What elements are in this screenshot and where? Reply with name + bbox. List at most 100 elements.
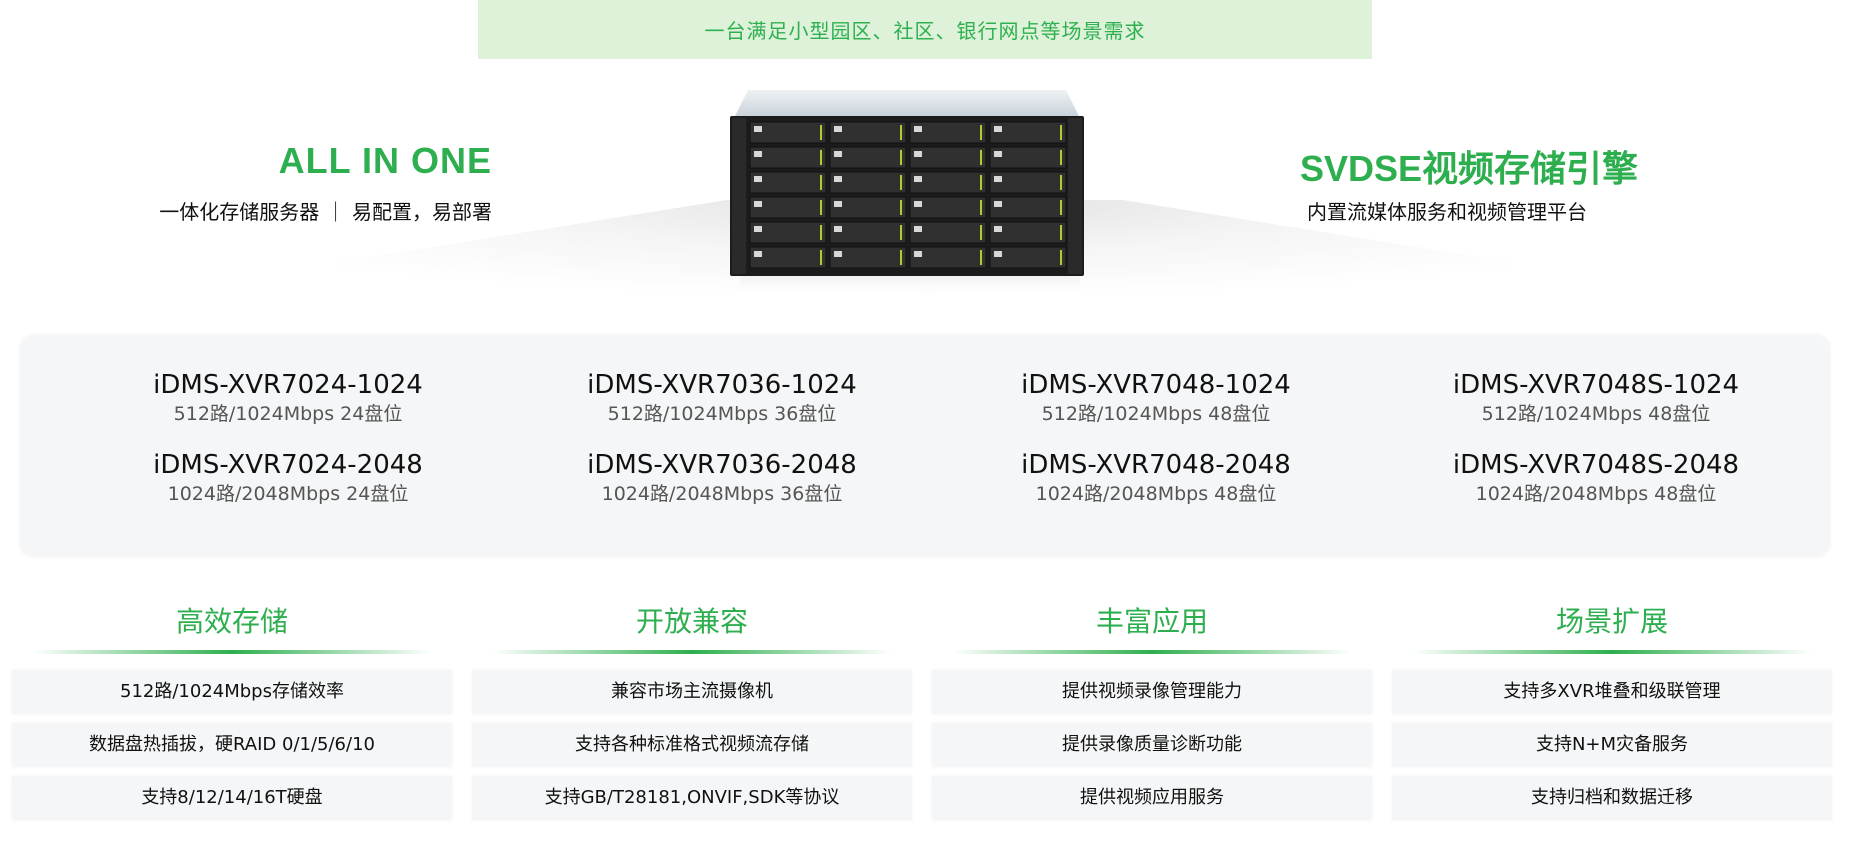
model-name: iDMS-XVR7024-2048 [153,450,423,480]
drive-status-led [980,225,982,240]
drive-status-led [820,175,822,190]
model-spec: 1024路/2048Mbps 24盘位 [167,483,409,505]
model-column-7024: iDMS-XVR7024-1024 512路/1024Mbps 24盘位 iDM… [88,369,488,529]
drive-bay [909,246,987,269]
drive-label [994,226,1002,232]
feature-item: 支持N+M灾备服务 [1392,723,1832,767]
drive-bay [829,146,907,169]
drive-label [754,201,762,207]
drive-status-led [1060,200,1062,215]
drive-label [994,251,1002,257]
model-spec: 512路/1024Mbps 48盘位 [1041,403,1271,425]
model-spec: 1024路/2048Mbps 48盘位 [1475,483,1717,505]
feature-efficient-storage: 高效存储 512路/1024Mbps存储效率 数据盘热插拔，硬RAID 0/1/… [12,600,452,829]
drive-bay [749,221,827,244]
drive-status-led [1060,125,1062,140]
drive-status-led [1060,175,1062,190]
drive-status-led [900,150,902,165]
drive-status-led [820,200,822,215]
drive-bay [989,196,1067,219]
drive-label [834,176,842,182]
drive-label [994,151,1002,157]
drive-label [754,126,762,132]
model-column-7048s: iDMS-XVR7048S-1024 512路/1024Mbps 48盘位 iD… [1396,369,1796,529]
drive-status-led [980,150,982,165]
model-column-7036: iDMS-XVR7036-1024 512路/1024Mbps 36盘位 iDM… [522,369,922,529]
hero-left-subtitle: 一体化存储服务器 ｜ 易配置，易部署 [159,200,492,224]
drive-status-led [820,225,822,240]
drive-bay [749,246,827,269]
feature-divider [492,650,892,654]
feature-item: 支持各种标准格式视频流存储 [472,723,912,767]
drive-label [834,126,842,132]
drive-status-led [980,250,982,265]
feature-item: 支持多XVR堆叠和级联管理 [1392,670,1832,714]
drive-status-led [1060,250,1062,265]
model-spec: 1024路/2048Mbps 36盘位 [601,483,843,505]
model-name: iDMS-XVR7036-1024 [587,370,857,400]
drive-status-led [900,200,902,215]
drive-label [834,151,842,157]
drive-bay [909,221,987,244]
drive-bay [829,221,907,244]
drive-status-led [820,150,822,165]
drive-status-led [900,225,902,240]
drive-label [914,251,922,257]
feature-divider [1412,650,1812,654]
feature-item: 提供录像质量诊断功能 [932,723,1372,767]
drive-status-led [900,125,902,140]
drive-bay [989,246,1067,269]
drive-bay [749,196,827,219]
feature-scenario-expansion: 场景扩展 支持多XVR堆叠和级联管理 支持N+M灾备服务 支持归档和数据迁移 [1392,600,1832,829]
model-spec: 1024路/2048Mbps 48盘位 [1035,483,1277,505]
drive-label [754,226,762,232]
feature-item: 512路/1024Mbps存储效率 [12,670,452,714]
drive-bay [909,121,987,144]
drive-bay [829,121,907,144]
model-name: iDMS-XVR7048S-2048 [1452,450,1740,480]
drive-status-led [980,200,982,215]
model-column-7048: iDMS-XVR7048-1024 512路/1024Mbps 48盘位 iDM… [956,369,1356,529]
feature-item: 提供视频录像管理能力 [932,670,1372,714]
model-name: iDMS-XVR7036-2048 [587,450,857,480]
feature-item: 提供视频应用服务 [932,776,1372,820]
drive-label [914,176,922,182]
model-name: iDMS-XVR7048-1024 [1021,370,1291,400]
drive-status-led [1060,150,1062,165]
drive-status-led [980,175,982,190]
model-name: iDMS-XVR7048S-1024 [1452,370,1740,400]
drive-label [914,151,922,157]
drive-bay [749,146,827,169]
drive-bay [909,171,987,194]
model-panel: iDMS-XVR7024-1024 512路/1024Mbps 24盘位 iDM… [20,335,1830,557]
model-spec: 512路/1024Mbps 48盘位 [1481,403,1711,425]
drive-bay [989,146,1067,169]
feature-title: 丰富应用 [1095,605,1208,638]
drive-label [754,151,762,157]
top-banner: 一台满足小型园区、社区、银行网点等场景需求 [478,0,1372,59]
feature-divider [32,650,432,654]
drive-status-led [980,125,982,140]
drive-bay [989,171,1067,194]
feature-open-compatible: 开放兼容 兼容市场主流摄像机 支持各种标准格式视频流存储 支持GB/T28181… [472,600,912,829]
drive-status-led [820,250,822,265]
drive-bay [829,171,907,194]
drive-bay [989,221,1067,244]
feature-item: 支持8/12/14/16T硬盘 [12,776,452,820]
hero-left-title: ALL IN ONE [278,140,492,181]
feature-rich-applications: 丰富应用 提供视频录像管理能力 提供录像质量诊断功能 提供视频应用服务 [932,600,1372,829]
drive-label [834,251,842,257]
feature-item: 兼容市场主流摄像机 [472,670,912,714]
drive-bay [829,196,907,219]
hero-right-subtitle: 内置流媒体服务和视频管理平台 [1307,200,1587,224]
drive-status-led [1060,225,1062,240]
drive-bay [749,121,827,144]
server-image [730,90,1084,276]
feature-title: 开放兼容 [635,605,748,638]
model-name: iDMS-XVR7048-2048 [1021,450,1291,480]
drive-status-led [900,250,902,265]
drive-label [914,226,922,232]
drive-status-led [820,125,822,140]
model-spec: 512路/1024Mbps 24盘位 [173,403,403,425]
drive-label [994,176,1002,182]
